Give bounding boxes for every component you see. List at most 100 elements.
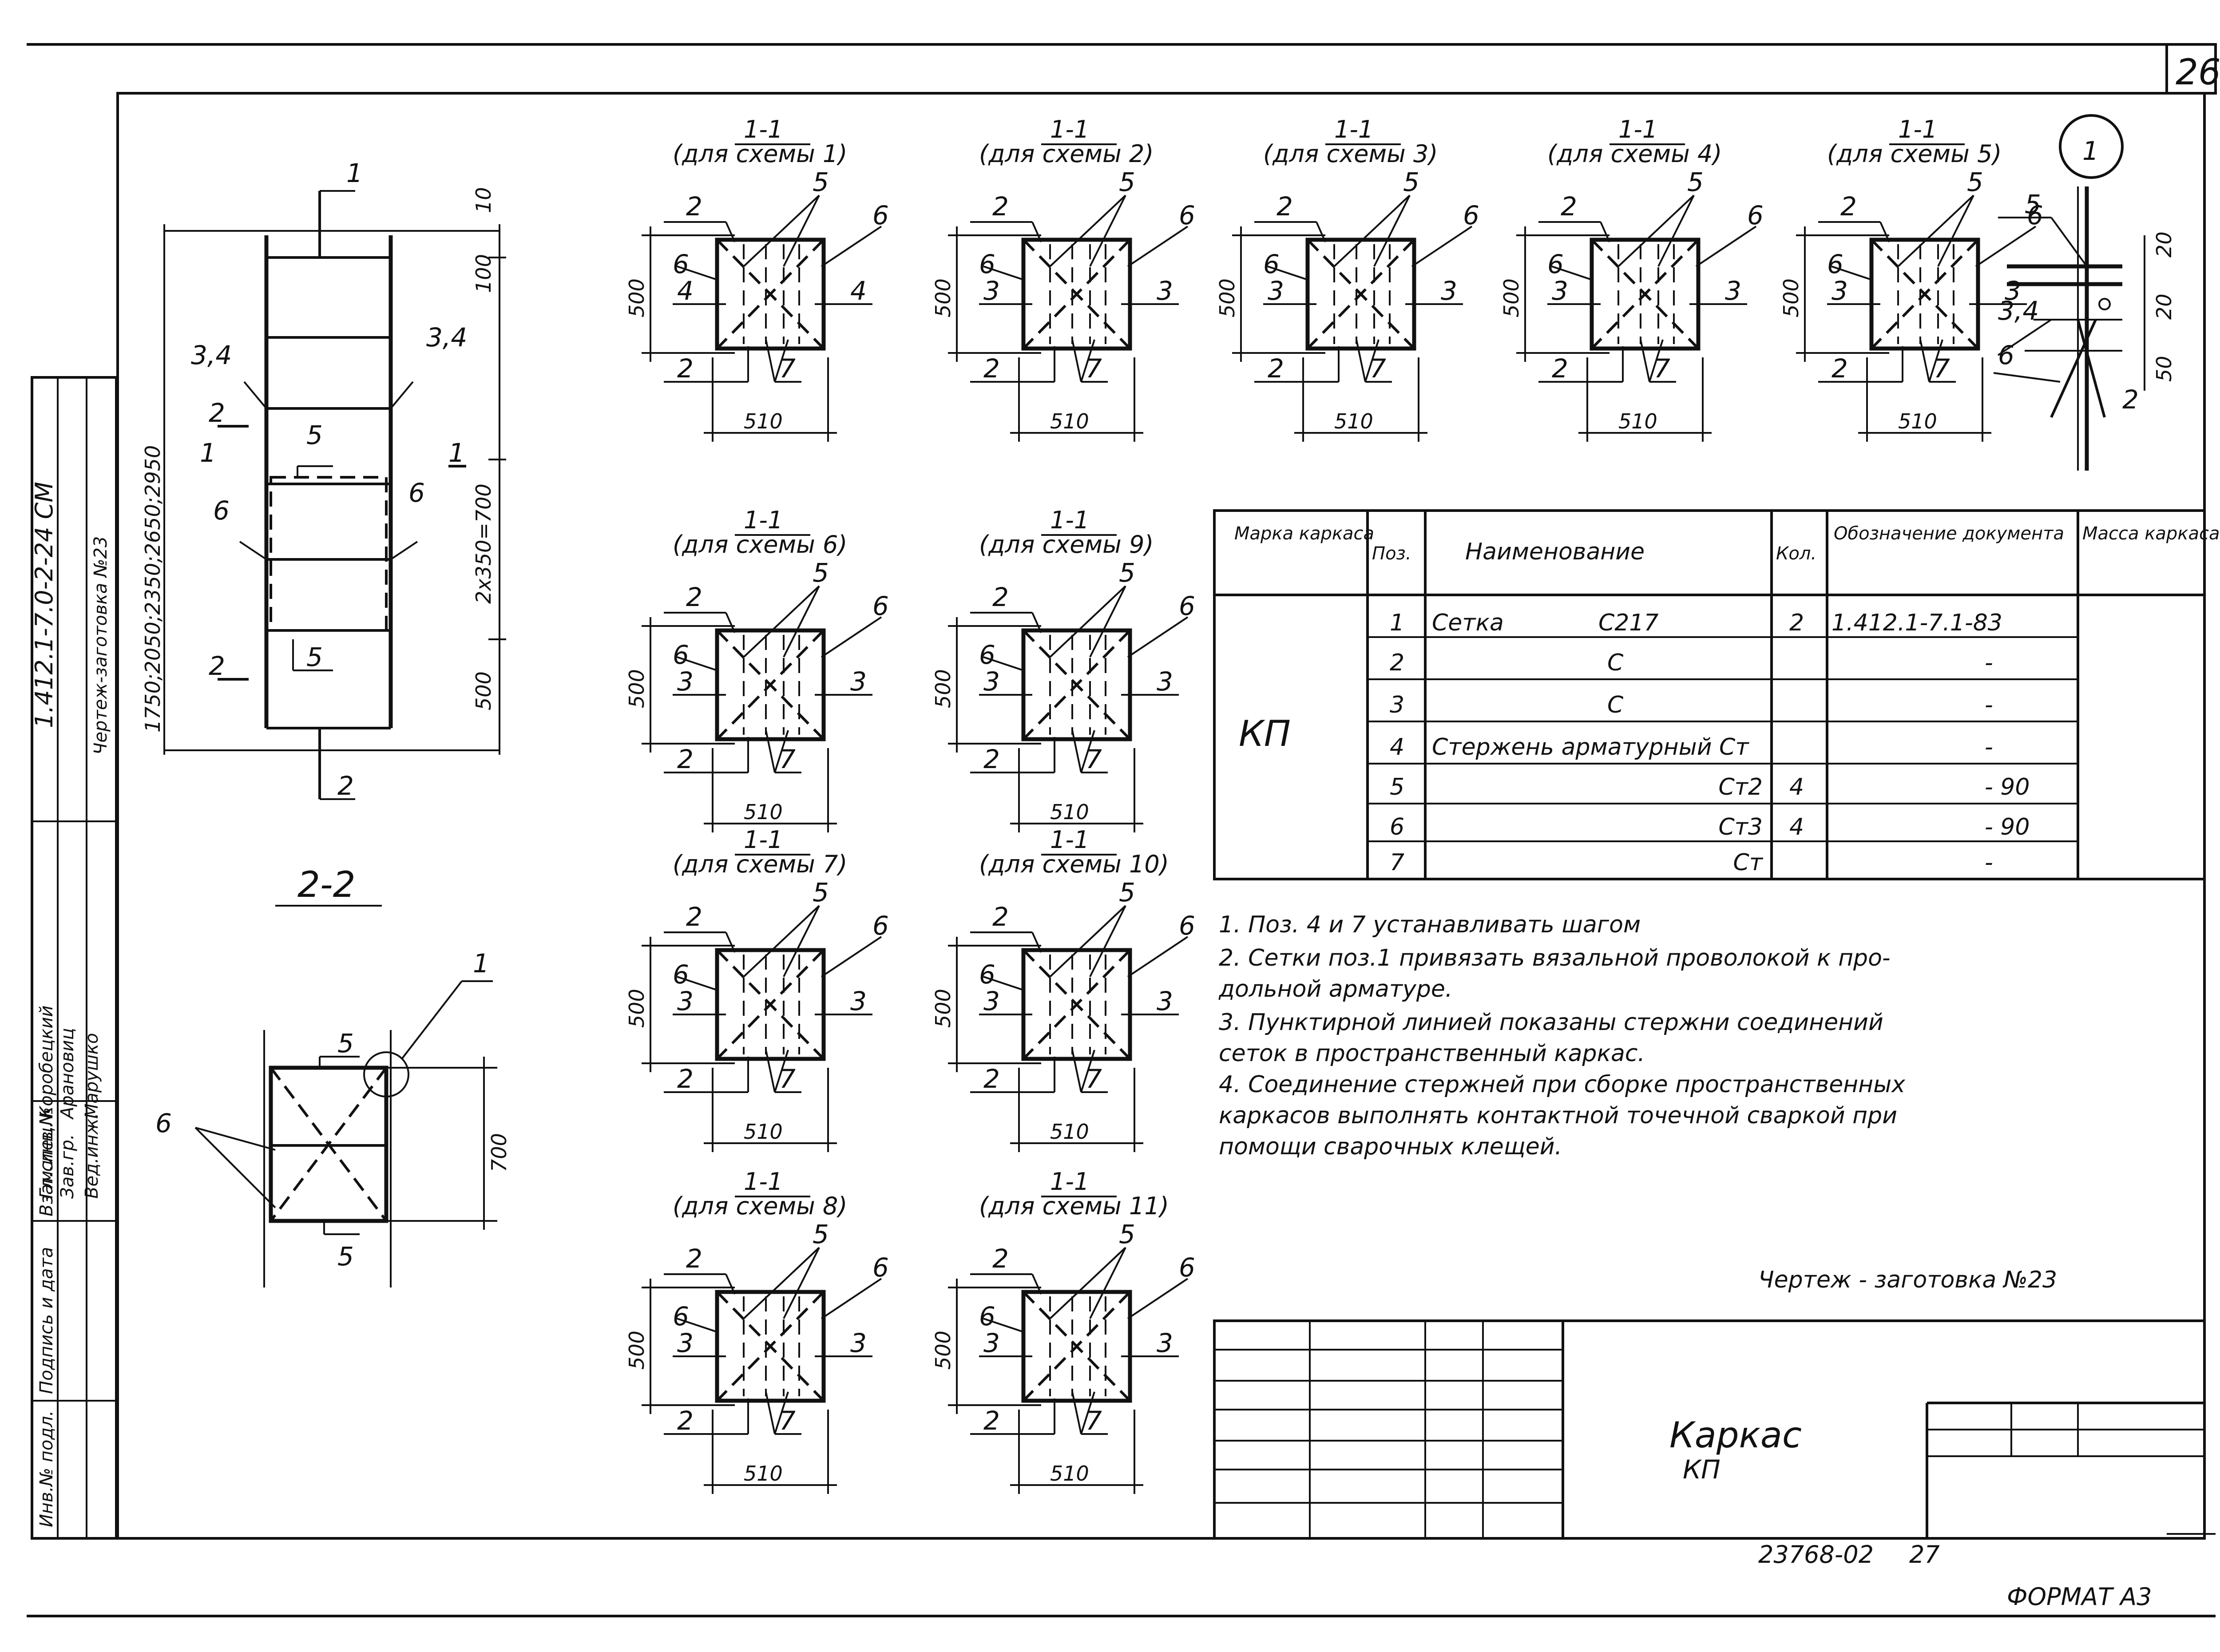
dim-width: 510 bbox=[744, 1462, 783, 1486]
pos-left-num: 3 bbox=[983, 986, 1000, 1016]
pos-6-right: 6 bbox=[2027, 200, 2043, 230]
pos-right-num: 3 bbox=[1157, 986, 1173, 1016]
leader bbox=[1031, 612, 1042, 633]
signature-role-2: Зав.гр. bbox=[57, 1134, 78, 1199]
leader bbox=[725, 1274, 736, 1295]
pos-right-num: 3 bbox=[1157, 276, 1173, 306]
spec-cell-name2: Ст2 bbox=[1718, 774, 1763, 800]
pos-6-left: 6 bbox=[673, 640, 689, 670]
titleblock-name-2: КП bbox=[1683, 1454, 1720, 1485]
leader bbox=[783, 1247, 820, 1319]
archive-page: 27 bbox=[1909, 1541, 1940, 1569]
section-outline bbox=[715, 1290, 826, 1403]
section-outline bbox=[1021, 628, 1132, 741]
dim-height: 500 bbox=[931, 1331, 955, 1370]
section-scheme: (для схемы 3) bbox=[1263, 140, 1438, 168]
leader bbox=[783, 586, 820, 658]
leader bbox=[677, 1318, 718, 1333]
note-line-6: 4. Соединение стержней при сборке простр… bbox=[1219, 1071, 1906, 1098]
section-title: 1-1 bbox=[744, 115, 783, 143]
leader bbox=[1071, 1391, 1082, 1434]
dim-width: 510 bbox=[1050, 800, 1089, 824]
leader bbox=[1928, 339, 1943, 382]
dim-width: 510 bbox=[1618, 409, 1657, 433]
spec-cell-qty: 4 bbox=[1789, 774, 1804, 800]
pos-2-top: 2 bbox=[686, 902, 702, 932]
leader bbox=[1089, 1247, 1126, 1319]
spec-cell-doc: - bbox=[1985, 849, 1993, 876]
section-title: 1-1 bbox=[1050, 826, 1089, 854]
pos-2-top: 2 bbox=[992, 191, 1009, 222]
pos-6-right: 6 bbox=[872, 1252, 889, 1283]
section-2-2-pos-left: 6 bbox=[155, 1108, 172, 1138]
pos-left-num: 4 bbox=[677, 276, 694, 306]
signature-name-2: Арановиц bbox=[57, 1028, 78, 1120]
pos-6-left: 6 bbox=[1263, 249, 1280, 279]
spec-cell-pos: 7 bbox=[1390, 849, 1404, 876]
section-outline bbox=[715, 628, 826, 741]
section-diagonal bbox=[1022, 238, 1131, 350]
section-title: 1-1 bbox=[1618, 115, 1657, 143]
leader bbox=[1937, 195, 1974, 267]
pos-2-bottom: 2 bbox=[677, 1064, 694, 1094]
section-diagonal bbox=[716, 238, 825, 350]
pos-6-left: 6 bbox=[1547, 249, 1564, 279]
leader bbox=[783, 905, 820, 977]
spec-cell-doc: - bbox=[1985, 650, 1993, 676]
pos-left-num: 3 bbox=[1832, 276, 1848, 306]
pos-right-num: 3 bbox=[1157, 1328, 1173, 1358]
spec-mark-kp: КП bbox=[1239, 713, 1291, 754]
section-diagonal bbox=[716, 629, 825, 741]
node-1-pos-5: 5 bbox=[2025, 189, 2041, 219]
pos-6-right: 6 bbox=[1179, 911, 1195, 941]
leader bbox=[983, 265, 1024, 281]
spec-cell-pos: 4 bbox=[1390, 734, 1404, 761]
leader bbox=[1080, 339, 1095, 382]
spec-cell-qty: 2 bbox=[1789, 610, 1804, 636]
pos-left-num: 3 bbox=[1552, 276, 1568, 306]
leader bbox=[1080, 730, 1095, 773]
stamp-vzam-inv: Взам.инв.№ bbox=[36, 1107, 57, 1216]
section-scheme: (для схемы 5) bbox=[1827, 140, 2002, 168]
section-2-2-pos-bottom: 5 bbox=[337, 1241, 354, 1272]
leader bbox=[821, 936, 882, 978]
dim-width: 510 bbox=[744, 800, 783, 824]
section-diagonal bbox=[1022, 629, 1131, 741]
pos-2-bottom: 2 bbox=[983, 1406, 1000, 1436]
pos-5: 5 bbox=[813, 558, 829, 588]
leader bbox=[774, 730, 789, 773]
pos-2-top: 2 bbox=[992, 902, 1009, 932]
section-title: 1-1 bbox=[1334, 115, 1373, 143]
spec-cell-qty: 4 bbox=[1789, 814, 1804, 840]
note-line-3: дольной арматуре. bbox=[1218, 976, 1452, 1002]
leader bbox=[677, 976, 718, 991]
dim-height: 500 bbox=[625, 278, 649, 317]
section-scheme: (для схемы 8) bbox=[673, 1192, 847, 1220]
elevation-cut-11-left: 1 bbox=[200, 438, 216, 468]
pos-6-left: 6 bbox=[979, 640, 995, 670]
dim-height: 500 bbox=[1499, 278, 1523, 317]
pos-7: 7 bbox=[1086, 353, 1102, 384]
leader bbox=[1127, 1278, 1189, 1319]
left-stamp-strip bbox=[31, 376, 118, 1540]
pos-7: 7 bbox=[1654, 353, 1670, 384]
pos-6-right: 6 bbox=[1179, 200, 1195, 230]
archive-number: 23768-02 bbox=[1758, 1541, 1874, 1569]
section-title: 1-1 bbox=[744, 506, 783, 534]
leader bbox=[1831, 265, 1872, 281]
leader bbox=[725, 222, 736, 242]
signature-name-3: Марушко bbox=[82, 1033, 102, 1119]
pos-7: 7 bbox=[779, 744, 796, 774]
leader bbox=[821, 1278, 882, 1319]
pos-right-num: 3 bbox=[850, 1328, 867, 1358]
section-scheme: (для схемы 6) bbox=[673, 531, 847, 559]
section-outline bbox=[1590, 238, 1701, 351]
leader bbox=[1600, 222, 1610, 242]
leader bbox=[1031, 1274, 1042, 1295]
pos-right-num: 3 bbox=[1725, 276, 1741, 306]
